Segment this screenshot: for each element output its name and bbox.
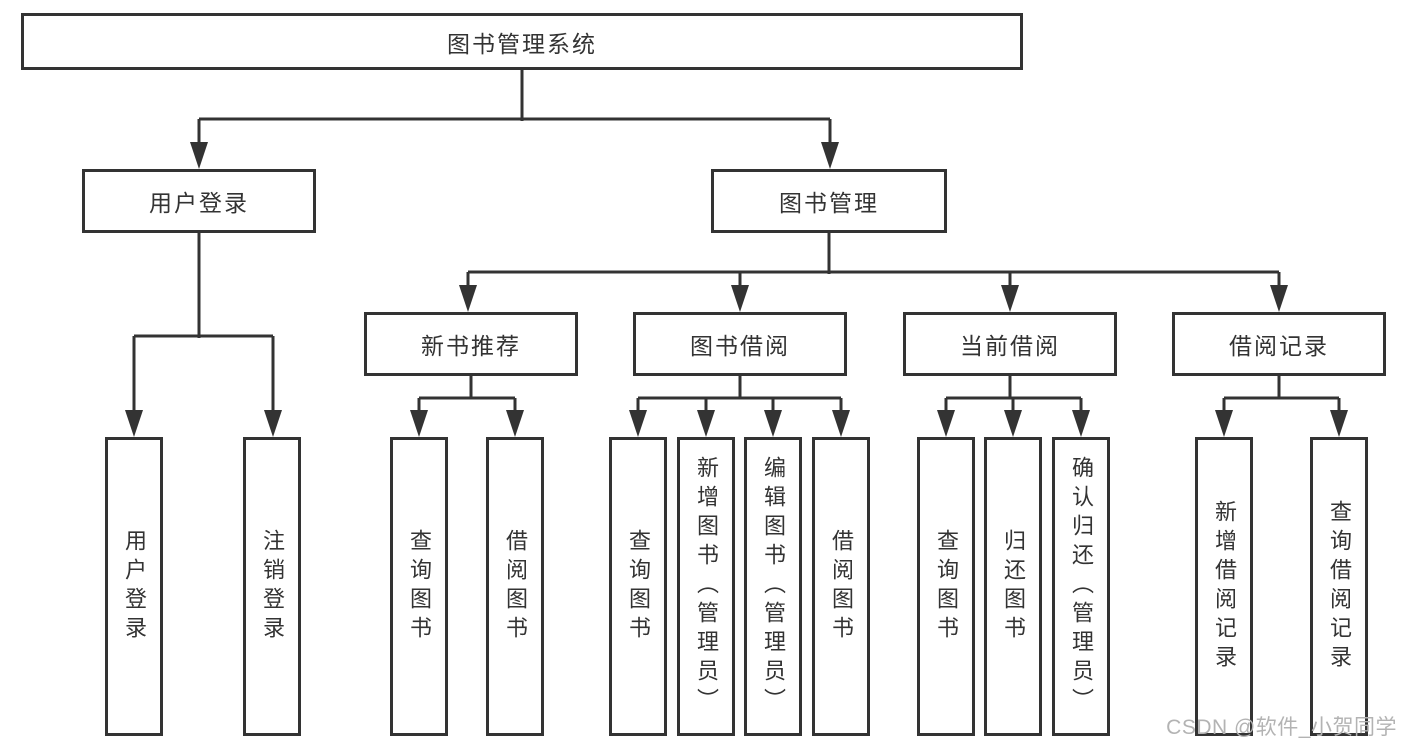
node-label: 借阅图书 [829,528,854,645]
node-label: 借阅记录 [1229,333,1329,359]
node-current-borrow: 当前借阅 [903,312,1117,376]
node-label: 当前借阅 [960,333,1060,359]
leaf-record-query: 查询借阅记录 [1310,437,1368,736]
node-new-book-recommend: 新书推荐 [364,312,578,376]
node-borrow-record: 借阅记录 [1172,312,1386,376]
node-label: 查询借阅记录 [1327,499,1352,674]
node-label: 编辑图书（管理员） [761,456,786,717]
leaf-logout: 注销登录 [243,437,301,736]
connector-arrowheads [125,142,1348,437]
leaf-borrow-query-book: 查询图书 [609,437,667,736]
leaf-user-login: 用户登录 [105,437,163,736]
leaf-recommend-query-book: 查询图书 [390,437,448,736]
leaf-record-add: 新增借阅记录 [1195,437,1253,736]
leaf-current-confirm-return-admin: 确认归还（管理员） [1052,437,1110,736]
node-label: 查询图书 [626,528,651,645]
leaf-borrow-edit-book-admin: 编辑图书（管理员） [744,437,802,736]
node-label: 新增图书（管理员） [694,456,719,717]
node-book-borrow: 图书借阅 [633,312,847,376]
node-label: 新书推荐 [421,333,521,359]
node-label: 图书管理 [779,190,879,216]
node-label: 图书借阅 [690,333,790,359]
node-label: 用户登录 [122,528,147,645]
node-label: 图书管理系统 [447,30,597,57]
node-label: 新增借阅记录 [1212,499,1237,674]
node-label: 查询图书 [407,528,432,645]
node-label: 注销登录 [260,528,285,645]
leaf-borrow-add-book-admin: 新增图书（管理员） [677,437,735,736]
leaf-current-return-book: 归还图书 [984,437,1042,736]
leaf-borrow-borrow-book: 借阅图书 [812,437,870,736]
node-user-login: 用户登录 [82,169,316,233]
leaf-recommend-borrow-book: 借阅图书 [486,437,544,736]
connector-shafts [132,70,1341,416]
node-label: 归还图书 [1001,528,1026,645]
node-root-library-system: 图书管理系统 [21,13,1023,70]
node-label: 查询图书 [934,528,959,645]
node-label: 确认归还（管理员） [1069,456,1094,717]
node-book-management: 图书管理 [711,169,947,233]
leaf-current-query-book: 查询图书 [917,437,975,736]
node-label: 借阅图书 [503,528,528,645]
csdn-watermark: CSDN @软件_小贺同学 [1166,716,1397,739]
node-label: 用户登录 [149,190,249,216]
